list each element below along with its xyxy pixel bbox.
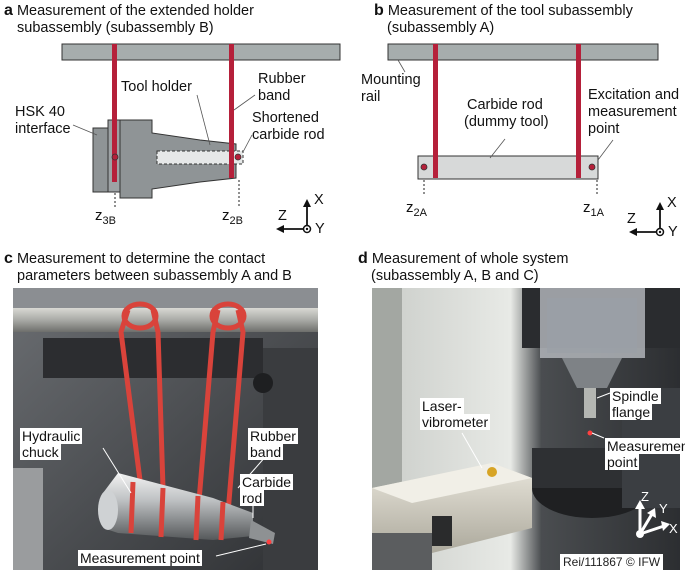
panel-d-label-point: point: [605, 454, 640, 470]
panel-a-axis-z-arrow: [276, 225, 284, 233]
panel-a-carbide-rod: [156, 150, 244, 165]
panel-b-axis-x-arrow: [656, 202, 664, 210]
panel-c-label-hydraulic: Hydraulic: [20, 428, 83, 444]
panel-b-rail: [387, 43, 659, 61]
panel-a-point-z3b: [111, 153, 119, 161]
panel-b-label-excitation: Excitation and: [588, 87, 680, 103]
panel-d-label-flange: flange: [610, 404, 653, 420]
panel-a-leader-hsk: [72, 124, 98, 136]
panel-b-leader-point: [597, 139, 614, 161]
panel-d-title-line1: Measurement of whole system: [371, 251, 569, 267]
panel-a-label-interface: interface: [15, 121, 71, 137]
panel-a-label-hsk: HSK 40: [15, 104, 65, 120]
panel-b-axis-label-y: Y: [668, 224, 678, 240]
panel-a-axis-y-dot: [305, 227, 309, 231]
panel-b-label-carbide: Carbide rod: [467, 97, 543, 113]
panel-c-title-line1: Measurement to determine the contact: [16, 251, 266, 267]
panel-b-title: b Measurement of the tool subassembly (s…: [374, 2, 633, 37]
panel-a-point-z2b: [234, 153, 242, 161]
panel-c-title: c Measurement to determine the contact p…: [4, 250, 292, 285]
panel-d-title-line2: (subassembly A, B and C): [371, 268, 539, 284]
panel-d-credit: Rei/111867 © IFW: [560, 554, 664, 571]
panel-d-label-measurement: Measurement: [605, 438, 685, 454]
panel-c-label-chuck: chuck: [20, 444, 61, 460]
panel-a-label-tool-holder: Tool holder: [121, 79, 192, 95]
panel-a-axis-label-y: Y: [315, 221, 325, 237]
panel-d-label-spindle: Spindle: [610, 388, 661, 404]
panel-b-carbide-rod: [417, 155, 599, 180]
panel-a-letter: a: [4, 2, 13, 19]
panel-c-label-carbide: Carbide: [240, 474, 294, 490]
panel-b-axis-z-arrow: [629, 228, 637, 236]
panel-a-axis-x-arrow: [303, 199, 311, 207]
panel-d-photo-drawing: [372, 288, 680, 570]
panel-a-rail: [61, 43, 341, 61]
panel-b-label-point: point: [588, 121, 620, 137]
panel-c-letter: c: [4, 250, 13, 267]
panel-a-leader-band: [233, 94, 256, 111]
panel-a-point-label-z3b: z3B: [95, 207, 116, 227]
panel-c-title-line2: parameters between subassembly A and B: [17, 268, 292, 284]
panel-d-photo: [372, 288, 680, 570]
panel-d-letter: d: [358, 250, 368, 267]
panel-d-axis-label-y: Y: [659, 501, 668, 516]
panel-c-label-measurement-point: Measurement point: [78, 550, 202, 566]
panel-b-label-measurement: measurement: [588, 104, 677, 120]
panel-b-leader-rail: [397, 59, 406, 73]
panel-d-label-laser: Laser-: [420, 398, 464, 414]
panel-b-title-line1: Measurement of the tool subassembly: [387, 3, 633, 19]
panel-b-axis-y-dot: [658, 230, 662, 234]
panel-b-axis-label-x: X: [667, 195, 677, 211]
panel-a-band-left: [112, 44, 117, 182]
panel-d-title: d Measurement of whole system (subassemb…: [358, 250, 568, 285]
panel-a-axis-label-z: Z: [278, 208, 287, 224]
panel-a-leader-rod: [242, 134, 253, 153]
panel-d-axis-label-z: Z: [641, 489, 649, 504]
panel-b-label-dummy: (dummy tool): [464, 114, 549, 130]
panel-b-point-label-z1a: z1A: [583, 199, 604, 219]
panel-a-label-shortened: Shortened: [252, 110, 319, 126]
panel-b-label-mounting: Mounting: [361, 72, 421, 88]
panel-b-band-right: [576, 44, 581, 178]
panel-a-title-line1: Measurement of the extended holder: [16, 3, 254, 19]
panel-a-band-right: [229, 44, 234, 178]
panel-b-band-left: [433, 44, 438, 178]
panel-a-title-line2: subassembly (subassembly B): [17, 20, 214, 36]
panel-a-label-rubber: Rubber: [258, 71, 306, 87]
panel-d-axis-label-x: X: [669, 521, 678, 536]
panel-d-label-vibrometer: vibrometer: [420, 414, 491, 430]
panel-b-label-rail: rail: [361, 89, 381, 105]
panel-b-point-label-z2a: z2A: [406, 199, 427, 219]
panel-c-label-band: band: [248, 444, 284, 460]
panel-a-label-carbide-rod: carbide rod: [252, 127, 325, 143]
panel-a-leader-tool-holder: [196, 94, 211, 146]
panel-b-letter: b: [374, 2, 384, 19]
panel-a-point-label-z2b: z2B: [222, 207, 243, 227]
panel-a-label-band: band: [258, 88, 291, 104]
panel-a-title: a Measurement of the extended holder sub…: [4, 2, 254, 37]
panel-b-point-z1a: [588, 163, 596, 171]
panel-c-label-rubber: Rubber: [248, 428, 298, 444]
panel-b-leader-rod: [489, 138, 506, 159]
panel-b-point-z2a: [420, 163, 428, 171]
panel-b-title-line2: (subassembly A): [387, 20, 495, 36]
panel-b-axis-label-z: Z: [627, 211, 636, 227]
panel-c-label-rod: rod: [240, 490, 265, 506]
panel-a-axis-label-x: X: [314, 192, 324, 208]
